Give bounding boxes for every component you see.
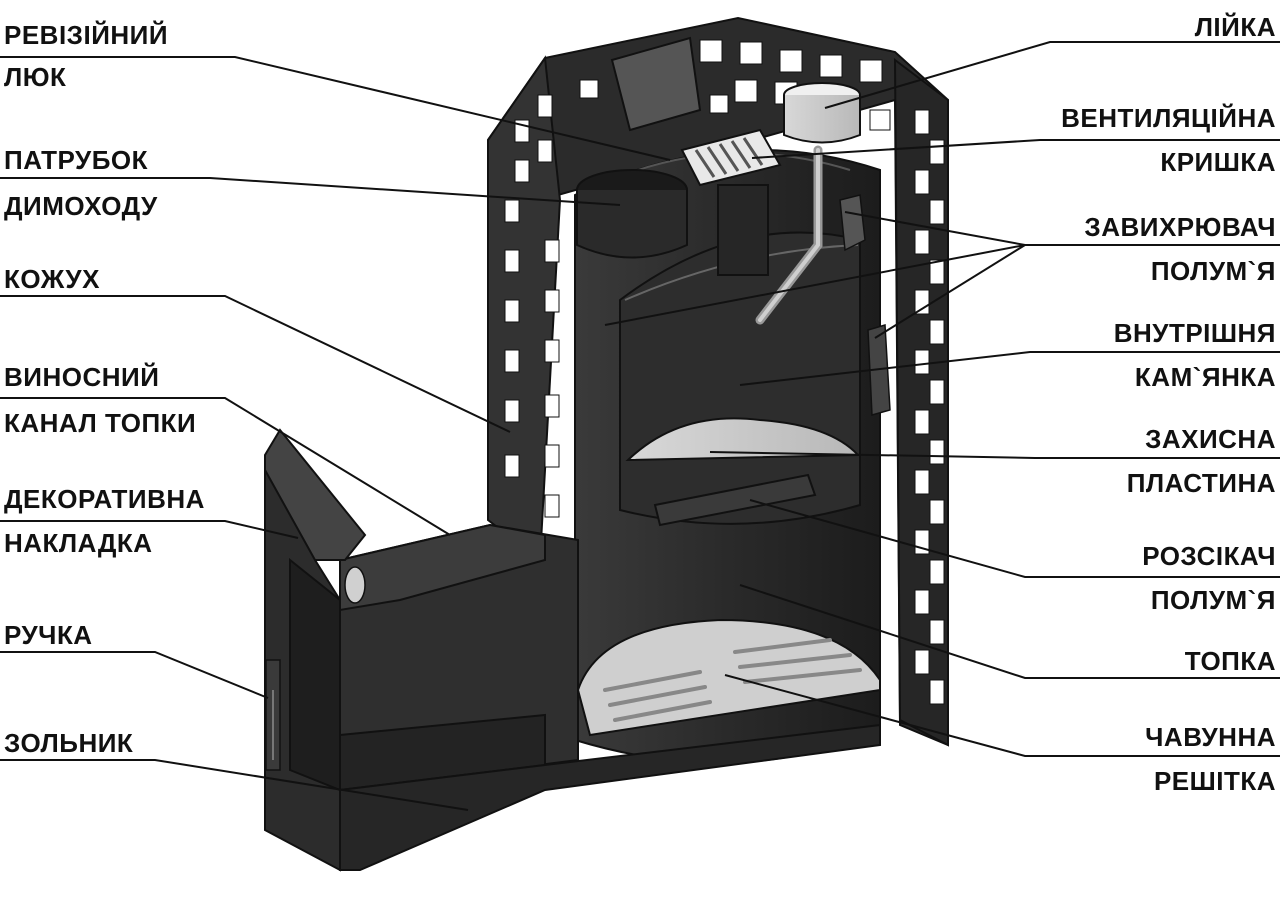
flame-swirler-shape xyxy=(839,194,866,252)
label-flame-swirler-line2: ПОЛУМ`Я xyxy=(1150,256,1276,286)
label-flame-divider: РОЗСІКАЧ ПОЛУМ`Я xyxy=(1142,541,1276,615)
label-inspection-hatch: РЕВІЗІЙНИЙ ЛЮК xyxy=(4,20,168,92)
label-funnel-line1: ЛІЙКА xyxy=(1194,12,1276,42)
label-flame-divider-line1: РОЗСІКАЧ xyxy=(1142,541,1276,571)
leader-inner-stone-chamber xyxy=(739,351,1280,386)
label-funnel: ЛІЙКА xyxy=(1195,12,1276,42)
label-cast-iron-grate-line2: РЕШІТКА xyxy=(1153,766,1276,796)
ash-pan-shape xyxy=(339,723,881,871)
label-decorative-cover: ДЕКОРАТИВНА НАКЛАДКА xyxy=(4,484,205,558)
label-inner-stone-chamber-line2: КАМ`ЯНКА xyxy=(1134,362,1276,392)
leader-chimney-pipe xyxy=(0,177,621,206)
leader-cast-iron-grate xyxy=(724,674,1280,757)
leader-funnel xyxy=(824,41,1280,109)
label-firebox-line1: ТОПКА xyxy=(1184,646,1276,676)
label-decorative-cover-line2: НАКЛАДКА xyxy=(4,528,153,558)
leader-flame-divider xyxy=(749,499,1280,578)
label-firebox: ТОПКА xyxy=(1185,646,1276,676)
label-firebox-channel-line2: КАНАЛ ТОПКИ xyxy=(4,408,197,438)
label-protective-plate-line2: ПЛАСТИНА xyxy=(1126,468,1276,498)
label-ash-pan-line1: ЗОЛЬНИК xyxy=(4,728,134,758)
leader-flame-swirler-c xyxy=(874,244,1026,339)
label-protective-plate: ЗАХИСНА ПЛАСТИНА xyxy=(1127,424,1276,498)
label-handle: РУЧКА xyxy=(4,620,93,650)
vent-cover-shape xyxy=(680,128,782,276)
leader-firebox xyxy=(739,584,1280,679)
label-cast-iron-grate: ЧАВУННА РЕШІТКА xyxy=(1145,722,1276,796)
casing-perforations xyxy=(504,39,945,705)
leader-lines xyxy=(0,41,1280,811)
leader-handle xyxy=(0,651,269,699)
label-chimney-pipe-line2: ДИМОХОДУ xyxy=(4,191,158,221)
label-inspection-hatch-line2: ЛЮК xyxy=(4,62,67,92)
label-firebox-channel-line1: ВИНОСНИЙ xyxy=(4,362,160,392)
leader-vent-cover xyxy=(751,139,1280,159)
leader-inspection-hatch xyxy=(0,56,671,161)
label-inner-stone-chamber-line1: ВНУТРІШНЯ xyxy=(1113,318,1276,348)
leader-decorative-cover xyxy=(0,520,299,539)
leader-ash-pan xyxy=(0,759,469,811)
leader-protective-plate xyxy=(709,451,1280,459)
label-flame-swirler-line1: ЗАВИХРЮВАЧ xyxy=(1084,212,1276,242)
label-casing-line1: КОЖУХ xyxy=(4,264,100,294)
label-handle-line1: РУЧКА xyxy=(4,620,93,650)
label-decorative-cover-line1: ДЕКОРАТИВНА xyxy=(4,484,205,514)
inner-stone-chamber-shape xyxy=(619,231,861,527)
protective-plate-shape xyxy=(625,417,861,462)
label-vent-cover-line1: ВЕНТИЛЯЦІЙНА xyxy=(1061,103,1276,133)
label-inspection-hatch-line1: РЕВІЗІЙНИЙ xyxy=(4,20,169,50)
label-chimney-pipe-line1: ПАТРУБОК xyxy=(4,145,149,175)
cast-iron-grate-shape xyxy=(576,618,881,737)
funnel-shape xyxy=(755,82,861,325)
chimney-pipe-shape xyxy=(576,169,688,259)
inspection-hatch-shape xyxy=(610,36,702,132)
label-ash-pan: ЗОЛЬНИК xyxy=(4,728,133,758)
label-flame-divider-line2: ПОЛУМ`Я xyxy=(1150,585,1276,615)
label-firebox-channel: ВИНОСНИЙ КАНАЛ ТОПКИ xyxy=(4,362,196,438)
label-vent-cover-line2: КРИШКА xyxy=(1160,147,1276,177)
leader-firebox-channel xyxy=(0,397,451,536)
handle-shape xyxy=(265,659,281,771)
label-inner-stone-chamber: ВНУТРІШНЯ КАМ`ЯНКА xyxy=(1114,318,1276,392)
label-vent-cover: ВЕНТИЛЯЦІЙНА КРИШКА xyxy=(1061,103,1276,177)
decorative-cover-shape xyxy=(264,428,367,872)
label-chimney-pipe: ПАТРУБОК ДИМОХОДУ xyxy=(4,145,158,221)
label-cast-iron-grate-line1: ЧАВУННА xyxy=(1145,722,1276,752)
leader-casing xyxy=(0,295,511,433)
label-casing: КОЖУХ xyxy=(4,264,100,294)
leader-flame-swirler-b xyxy=(604,244,1026,326)
label-flame-swirler: ЗАВИХРЮВАЧ ПОЛУМ`Я xyxy=(1084,212,1276,286)
label-protective-plate-line1: ЗАХИСНА xyxy=(1145,424,1276,454)
flame-divider-shape xyxy=(653,473,817,527)
firebox-channel-shape xyxy=(339,523,579,792)
